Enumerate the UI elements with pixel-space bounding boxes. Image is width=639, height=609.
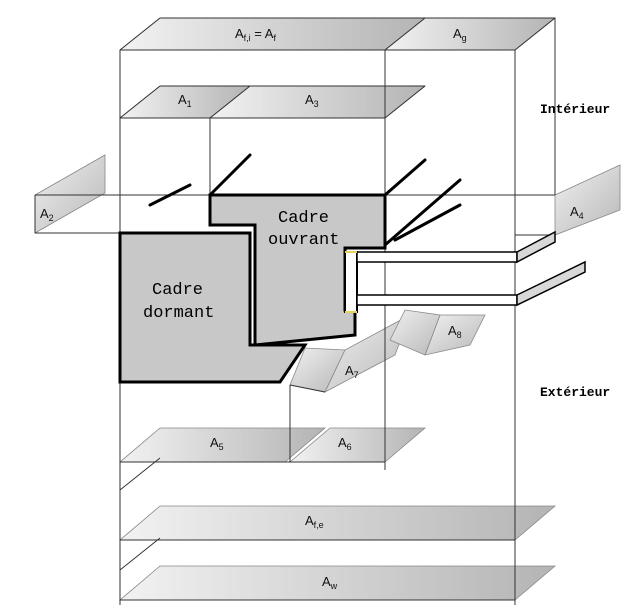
label-a-g: Ag — [453, 26, 467, 43]
label-a-fi: Af,i = Af — [235, 26, 276, 43]
panel-a-4 — [554, 164, 621, 236]
label-a-2: A2 — [40, 206, 54, 223]
label-a-7: A7 — [345, 363, 359, 380]
label-exterieur: Extérieur — [540, 385, 610, 400]
panel-a-8b — [389, 309, 441, 356]
panel-a-fe — [118, 505, 557, 541]
label-a-3: A3 — [305, 92, 319, 109]
label-a-6: A6 — [338, 435, 352, 452]
label-cadre-ouvrant-1: Cadre — [278, 209, 329, 228]
label-a-fe: Af,e — [305, 513, 324, 530]
label-a-4: A4 — [570, 204, 584, 221]
label-interieur: Intérieur — [540, 102, 610, 117]
label-cadre-ouvrant-2: ouvrant — [268, 231, 339, 250]
label-a-1: A1 — [178, 92, 192, 109]
panel-a-2 — [34, 154, 106, 234]
cadre-dormant-shape — [118, 231, 308, 384]
label-a-5: A5 — [210, 435, 224, 452]
frame-depth-lines — [148, 153, 462, 247]
label-a-w: Aw — [322, 574, 338, 591]
label-a-8: A8 — [448, 323, 462, 340]
glazing-unit — [344, 230, 586, 313]
panel-a-w — [118, 565, 557, 601]
label-cadre-dormant-1: Cadre — [152, 281, 203, 300]
label-cadre-dormant-2: dormant — [143, 304, 214, 323]
